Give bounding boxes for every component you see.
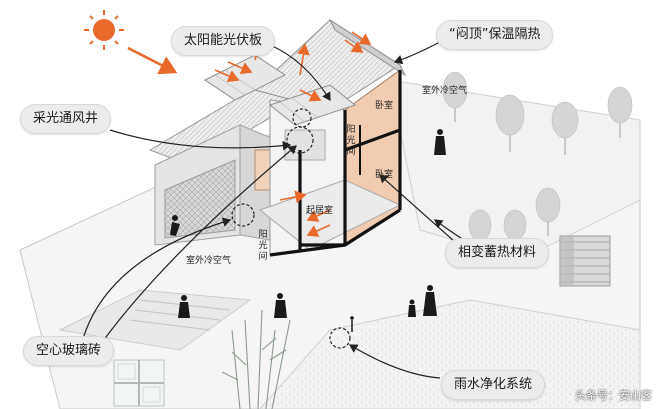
label-bedroom-lower: 卧室 bbox=[375, 170, 394, 180]
people bbox=[170, 129, 446, 332]
callout-phase-change-material: 相变蓄热材料 bbox=[445, 238, 550, 268]
label-sunroom-upper: 阳光间 bbox=[346, 125, 356, 157]
callout-solar-pv: 太阳能光伏板 bbox=[171, 26, 276, 56]
bamboo bbox=[221, 309, 291, 409]
glass-brick-photo bbox=[113, 359, 165, 407]
house-main bbox=[253, 18, 407, 257]
callout-light-ventilation-well: 采光通风井 bbox=[20, 104, 112, 134]
flow-markers bbox=[231, 108, 351, 349]
callout-rainwater-system: 雨水净化系统 bbox=[441, 370, 546, 400]
trees bbox=[442, 71, 633, 241]
solar-panels bbox=[204, 54, 357, 126]
sunlight-arrow bbox=[127, 46, 178, 75]
label-living-room: 起居室 bbox=[306, 206, 334, 216]
watermark: 头条号：安山客 bbox=[575, 389, 652, 402]
label-sunroom-lower: 阳光间 bbox=[258, 230, 268, 262]
sun-icon bbox=[84, 10, 124, 50]
label-bedroom-upper: 卧室 bbox=[375, 101, 394, 111]
label-outdoor-cold-air-lower: 室外冷空气 bbox=[186, 256, 232, 266]
phase-change-material-photo bbox=[559, 235, 611, 287]
label-outdoor-cold-air-upper: 室外冷空气 bbox=[422, 86, 468, 96]
callout-roof-insulation: “闷顶”保温隔热 bbox=[436, 20, 554, 50]
callout-hollow-glass-brick: 空心玻璃砖 bbox=[23, 336, 115, 366]
